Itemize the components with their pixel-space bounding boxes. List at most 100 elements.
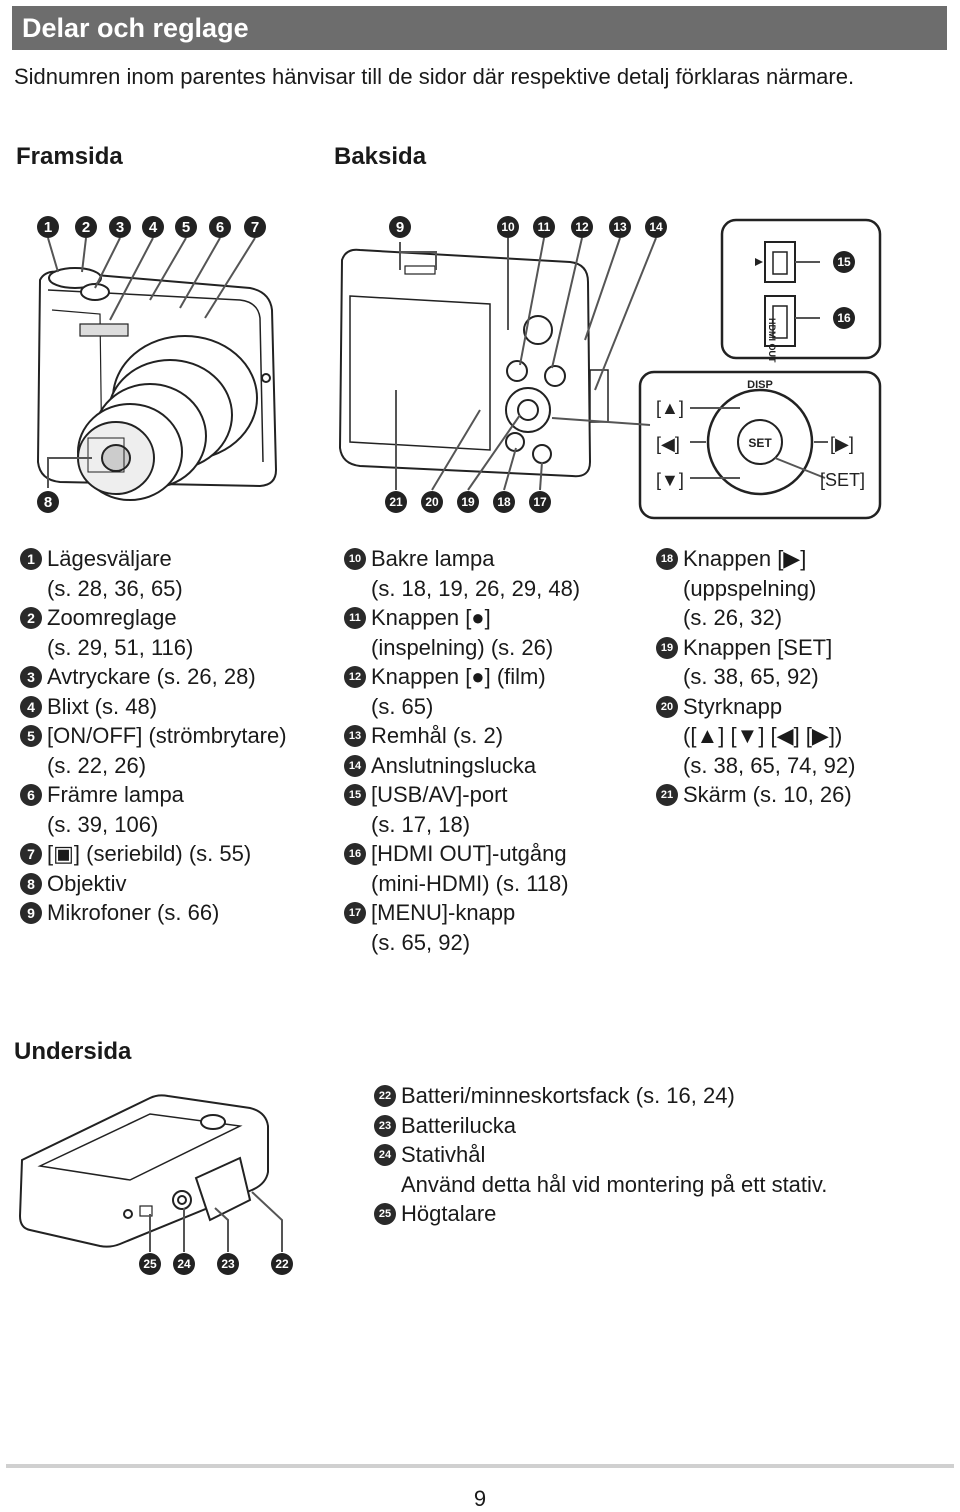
svg-text:25: 25 <box>143 1257 157 1271</box>
dpad-down-label: [▼] <box>656 470 684 490</box>
svg-text:9: 9 <box>396 219 404 236</box>
legend-text: Batteri/minneskortsfack (s. 16, 24) <box>401 1083 735 1108</box>
legend-item: 16[HDMI OUT]-utgång (mini-HDMI) (s. 118) <box>344 839 644 898</box>
bottom-heading: Undersida <box>14 1038 132 1065</box>
section-title: Delar och reglage <box>22 13 249 43</box>
legend-text: Objektiv <box>47 870 127 896</box>
svg-text:13: 13 <box>613 220 627 234</box>
number-badge: 25 <box>374 1203 396 1225</box>
svg-text:23: 23 <box>221 1257 235 1271</box>
svg-text:19: 19 <box>461 495 475 509</box>
legend-text: Knappen [●] (inspelning) (s. 26) <box>371 605 554 660</box>
svg-text:6: 6 <box>216 219 224 236</box>
svg-text:14: 14 <box>649 220 663 234</box>
legend-text: Avtryckare (s. 26, 28) <box>47 664 256 689</box>
svg-text:16: 16 <box>837 311 851 325</box>
number-badge: 6 <box>20 784 42 806</box>
legend-text: Anslutningslucka <box>371 752 537 778</box>
legend-text: Bakre lampa (s. 18, 19, 26, 29, 48) <box>371 546 581 601</box>
legend-text: Knappen [▶] (uppspelning) (s. 26, 32) <box>683 546 817 630</box>
number-badge: 17 <box>344 902 366 924</box>
number-badge: 13 <box>344 725 366 747</box>
svg-text:12: 12 <box>575 220 589 234</box>
back-heading: Baksida <box>334 143 427 170</box>
svg-text:8: 8 <box>44 494 52 511</box>
legend-text: Batterilucka <box>401 1112 516 1138</box>
legend-item: 17[MENU]-knapp (s. 65, 92) <box>344 898 644 957</box>
number-badge: 15 <box>344 784 366 806</box>
number-badge: 4 <box>20 695 42 718</box>
number-badge: 18 <box>656 548 678 570</box>
legend-text: [USB/AV]-port (s. 17, 18) <box>371 782 508 837</box>
underside-camera-illustration: 25 24 23 22 <box>18 1094 293 1275</box>
number-badge: 2 <box>20 607 42 629</box>
number-badge: 23 <box>374 1114 396 1137</box>
svg-text:17: 17 <box>533 495 547 509</box>
intro-text: Sidnumren inom parentes hänvisar till de… <box>14 64 855 89</box>
legend-text: Mikrofoner (s. 66) <box>47 900 220 925</box>
number-badge: 22 <box>374 1085 396 1107</box>
svg-text:10: 10 <box>501 220 515 234</box>
legend-text: Knappen [●] (film) (s. 65) <box>371 664 546 719</box>
legend-text: Främre lampa (s. 39, 106) <box>47 782 184 837</box>
number-badge: 10 <box>344 548 366 570</box>
number-badge: 1 <box>20 548 42 570</box>
page-number: 9 <box>473 1486 487 1511</box>
number-badge: 11 <box>344 607 366 629</box>
legend-text: Skärm (s. 10, 26) <box>683 782 852 807</box>
number-badge: 19 <box>656 636 678 659</box>
number-badge: 24 <box>374 1144 396 1166</box>
svg-text:20: 20 <box>425 495 439 509</box>
legend-text: Lägesväljare (s. 28, 36, 65) <box>47 546 183 601</box>
hdmi-port-label: HDMI OUT <box>767 318 777 363</box>
legend-text: [ON/OFF] (strömbrytare) (s. 22, 26) <box>47 723 287 778</box>
legend-text: Högtalare <box>401 1201 497 1226</box>
number-badge: 14 <box>344 754 366 777</box>
front-heading: Framsida <box>16 143 123 170</box>
svg-text:15: 15 <box>837 255 851 269</box>
dpad-set-label: [SET] <box>820 470 865 490</box>
legend-text: [MENU]-knapp (s. 65, 92) <box>371 900 516 955</box>
legend-item: 7[▣] (seriebild) (s. 55) <box>20 839 330 869</box>
number-badge: 7 <box>20 843 42 865</box>
legend-item: 5[ON/OFF] (strömbrytare) (s. 22, 26) <box>20 721 330 780</box>
number-badge: 12 <box>344 666 366 688</box>
svg-text:1: 1 <box>44 219 52 236</box>
dpad-right-label: [▶] <box>830 434 854 454</box>
number-badge: 9 <box>20 902 42 924</box>
disp-label: DISP <box>747 379 773 391</box>
section-header: Delar och reglage <box>12 6 947 50</box>
legend-text: Blixt (s. 48) <box>47 693 158 719</box>
back-callouts: 9 10 11 12 13 14 15 16 21 20 19 18 17 <box>385 216 855 513</box>
svg-text:21: 21 <box>389 495 403 509</box>
underside-callouts: 25 24 23 22 <box>139 1253 293 1275</box>
number-badge: 8 <box>20 872 42 895</box>
svg-text:18: 18 <box>497 495 511 509</box>
legend-text: [HDMI OUT]-utgång (mini-HDMI) (s. 118) <box>371 841 569 896</box>
front-camera-illustration: 1 2 3 4 5 6 7 8 <box>36 216 278 513</box>
legend-text: Remhål (s. 2) <box>371 723 504 748</box>
number-badge: 20 <box>656 695 678 718</box>
number-badge: 5 <box>20 725 42 747</box>
back-camera-illustration: HDMI OUT DISP SET [▲] [◀] [▼] [▶] [SET] <box>338 216 882 520</box>
svg-text:3: 3 <box>116 219 124 236</box>
